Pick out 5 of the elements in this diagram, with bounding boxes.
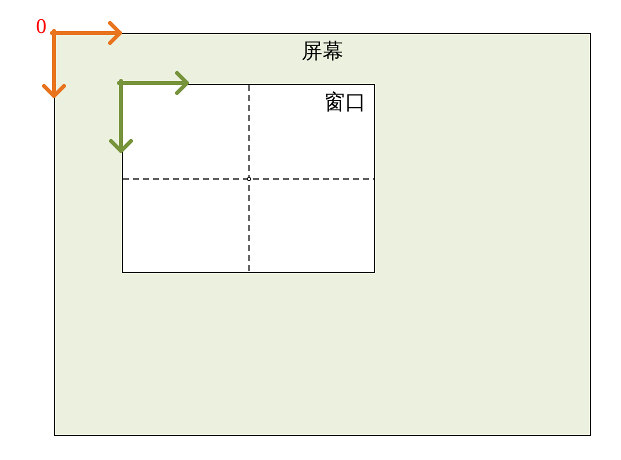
window-box bbox=[122, 84, 375, 273]
screen-box bbox=[54, 33, 591, 436]
screen-title: 屏幕 bbox=[302, 39, 344, 63]
window-title: 窗口 bbox=[324, 90, 366, 114]
origin-label: 0 bbox=[36, 14, 46, 38]
